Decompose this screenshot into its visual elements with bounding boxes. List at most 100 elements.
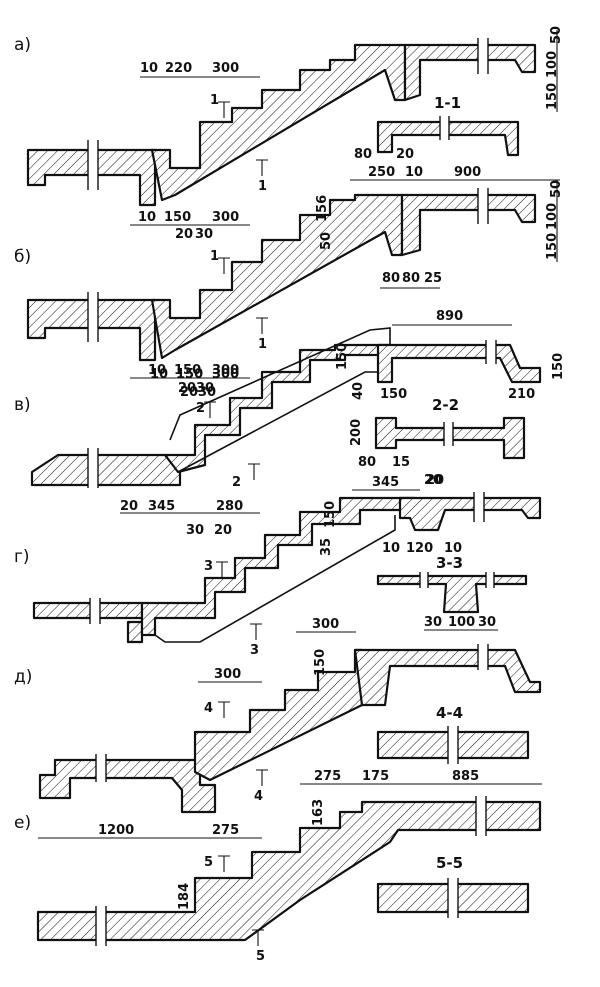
cut-mark-label: 5	[256, 949, 265, 964]
stair-flight	[140, 496, 417, 637]
dim-label: 300	[214, 667, 241, 682]
dim-label: 300	[212, 210, 239, 225]
dim-label: 30	[196, 381, 214, 396]
dim-label: 10	[140, 61, 158, 76]
dim-label: 10	[405, 165, 423, 180]
dim-label: 163	[311, 799, 326, 826]
dim-label: 20	[120, 499, 138, 514]
dim-label: 100	[448, 615, 475, 630]
cut-mark-label: 5	[204, 855, 213, 870]
cut-mark-label: 3	[250, 643, 259, 658]
dim-label: 200	[349, 419, 364, 446]
variant-label: в)	[14, 395, 31, 415]
cut-mark-label: 2	[232, 475, 241, 490]
cut-mark-label: 3	[204, 559, 213, 574]
dim-label: 20	[396, 147, 414, 162]
dim-label: 300	[312, 617, 339, 632]
dim-label: 150	[335, 343, 350, 370]
variant-b: б) 156 50 50 100 150 80 80 25 1 1 10 150…	[14, 180, 564, 396]
dim-label: 220	[165, 61, 192, 76]
dim-label: 30	[186, 523, 204, 538]
flight-soffit	[174, 231, 386, 351]
upper-landing-slab	[376, 343, 542, 384]
upper-landing-slab	[398, 496, 542, 532]
flight-soffit	[174, 69, 386, 196]
dim-label: 80	[402, 271, 420, 286]
dim-label: 10	[148, 363, 166, 378]
section-title: 1-1	[434, 94, 461, 112]
dim-label: 150	[545, 83, 560, 110]
dim-label: 20	[426, 473, 444, 488]
upper-landing-slab	[353, 648, 542, 707]
dim-label: 10	[150, 367, 168, 382]
dim-label: 210	[508, 387, 535, 402]
upper-landing-slab	[400, 193, 537, 257]
dim-label: 900	[454, 165, 481, 180]
dim-label: 10	[444, 541, 462, 556]
lower-landing-slab	[38, 758, 217, 814]
dim-label: 30	[424, 615, 442, 630]
variant-e: е) 275 175 885 1200 275 163 184 5 5 5-5	[14, 769, 542, 964]
monolithic-flight	[36, 800, 542, 942]
dim-label: 150	[545, 233, 560, 260]
dim-label: 280	[216, 499, 243, 514]
cut-mark-label: 1	[258, 179, 267, 194]
dim-label: 80	[358, 455, 376, 470]
dim-label: 300	[212, 363, 239, 378]
lower-landing-slab	[30, 453, 182, 487]
dim-label: 80	[382, 271, 400, 286]
flight-frame	[154, 515, 396, 643]
dim-label: 20	[178, 381, 196, 396]
dim-label: 150	[176, 367, 203, 382]
cut-mark-label: 2	[196, 401, 205, 416]
cut-mark-label: 4	[254, 789, 263, 804]
dim-label: 50	[549, 180, 564, 198]
variant-label: а)	[14, 35, 31, 55]
dim-label: 15	[392, 455, 410, 470]
variant-d: д) 300 300 150 4 4 4-4	[14, 617, 542, 814]
section-title: 4-4	[436, 704, 463, 722]
lower-landing-slab	[32, 601, 144, 644]
dim-label: 250	[368, 165, 395, 180]
dim-label: 885	[452, 769, 479, 784]
dim-label: 30	[198, 385, 216, 400]
dim-label: 40	[351, 382, 366, 400]
dim-label: 345	[372, 475, 399, 490]
dim-label: 890	[436, 309, 463, 324]
variant-label: б)	[14, 247, 31, 267]
dim-label: 150	[323, 501, 338, 528]
variant-label: е)	[14, 813, 31, 833]
flight-frame	[169, 327, 391, 473]
variant-a: а) 10 220 300 50 100 150 1 1 1-1 80 20 2…	[14, 26, 564, 242]
dim-label: 150	[551, 353, 566, 380]
stair-flight	[150, 193, 404, 360]
dim-label: 275	[212, 823, 239, 838]
dim-label: 1200	[98, 823, 134, 838]
stair-flight	[150, 43, 407, 202]
dim-label: 275	[314, 769, 341, 784]
dim-label: 20	[175, 227, 193, 242]
dim-label: 20	[424, 473, 442, 488]
dim-label: 150	[313, 649, 328, 676]
dim-label: 300	[212, 367, 239, 382]
dim-label: 184	[177, 883, 192, 910]
cut-mark-label: 1	[210, 249, 219, 264]
dim-label: 50	[549, 26, 564, 44]
dim-label: 150	[174, 363, 201, 378]
dim-label: 50	[319, 232, 334, 250]
dim-label: 30	[195, 227, 213, 242]
section-1-1	[376, 120, 520, 157]
section-title: 3-3	[436, 554, 463, 572]
section-title: 2-2	[432, 396, 459, 414]
dim-label: 35	[319, 538, 334, 556]
dim-label: 20	[214, 523, 232, 538]
stair-flight	[193, 648, 364, 782]
cut-mark-label: 4	[204, 701, 213, 716]
upper-landing-slab	[403, 43, 537, 102]
dim-label: 120	[406, 541, 433, 556]
dim-label: 345	[148, 499, 175, 514]
variant-v: в) 890 150 150 40 10 150 300 20 30 2 2 1…	[14, 309, 566, 490]
dim-label: 156	[315, 195, 330, 222]
dim-label: 175	[362, 769, 389, 784]
